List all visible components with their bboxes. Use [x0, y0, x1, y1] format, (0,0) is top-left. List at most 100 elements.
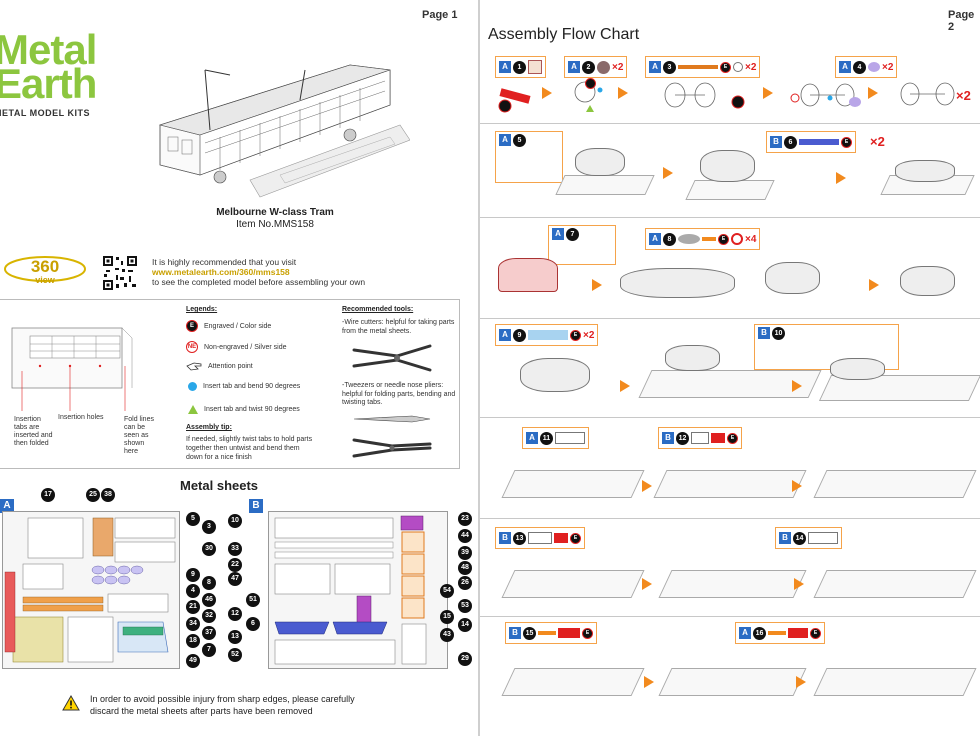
part-number: 12	[228, 607, 242, 621]
part-11-icon	[555, 432, 585, 444]
bogie-illustration	[665, 345, 720, 371]
assembly-tip-text: If needed, slightly twist tabs to hold p…	[186, 436, 313, 461]
needle-nose-pliers-icon	[352, 438, 432, 458]
part-number: 52	[228, 648, 242, 662]
part-2-icon	[597, 60, 610, 74]
wire-cutters-icon	[352, 344, 432, 372]
wire-cutters-text: -Wire cutters: helpful for taking parts …	[342, 319, 455, 335]
sheet-b-label: B	[249, 499, 263, 513]
part-12-icon	[691, 432, 709, 444]
part-number: 48	[458, 561, 472, 575]
part-number: 49	[186, 654, 200, 668]
wheelset-illustration	[620, 268, 735, 298]
row-divider	[480, 417, 980, 418]
part-9-icon	[528, 330, 568, 340]
part-number: 54	[440, 584, 454, 598]
part-number: 18	[186, 634, 200, 648]
part-number: 29	[458, 652, 472, 666]
metal-sheets-title: Metal sheets	[180, 478, 259, 493]
row-1-diagram	[498, 81, 955, 113]
360-view-link[interactable]: www.metalearth.com/360/mms158	[152, 267, 290, 277]
wheelset-illustration	[575, 148, 625, 176]
warning-icon	[62, 695, 80, 711]
part-number: 22	[228, 558, 242, 572]
legend-attention: Attention point	[186, 361, 253, 371]
part-6-icon	[799, 139, 839, 145]
assembly-tip-title: Assembly tip:	[186, 424, 232, 431]
part-12b-icon	[711, 433, 725, 443]
floor-plate-illustration	[501, 470, 645, 498]
quantity-label: ×2	[870, 134, 885, 149]
legends-title: Legends:	[186, 306, 218, 313]
part-number: 34	[186, 617, 200, 631]
flow-chart-title: Assembly Flow Chart	[488, 26, 640, 43]
engraved-e-icon: E	[186, 320, 198, 332]
row-divider	[480, 217, 980, 218]
part-8b-icon	[731, 233, 743, 245]
tweezers-icon	[353, 415, 431, 423]
model-caption: Melbourne W-class Tram Item No.MMS158	[160, 207, 390, 231]
visit-360-notice: It is highly recommended that you visit …	[152, 257, 462, 287]
part-number: 15	[440, 610, 454, 624]
arrow-icon	[542, 87, 552, 99]
row-divider	[480, 318, 980, 319]
part-number: 30	[202, 542, 216, 556]
part-number: 7	[202, 643, 216, 657]
safety-warning: In order to avoid possible injury from s…	[90, 694, 355, 716]
arrow-icon	[792, 380, 802, 392]
part-4-icon	[868, 62, 880, 72]
part-number: 9	[186, 568, 200, 582]
page-number: Page 2	[948, 9, 975, 33]
quantity-label: ×2	[956, 88, 971, 103]
wheel-part-icon	[733, 62, 743, 72]
base-plate-illustration	[685, 180, 775, 200]
floor-plate-illustration	[658, 570, 807, 598]
floor-plate-illustration	[501, 570, 645, 598]
insertion-tabs-note: Insertion tabs are inserted and then fol…	[14, 416, 53, 447]
non-engraved-ne-icon: NE	[186, 341, 198, 353]
arrow-icon	[836, 172, 846, 184]
sheet-b-parts	[274, 515, 427, 665]
part-13-icon	[528, 532, 552, 544]
part-number: 10	[228, 514, 242, 528]
arrow-icon	[663, 167, 673, 179]
bogie-illustration	[830, 358, 885, 380]
part-number: 26	[458, 576, 472, 590]
part-8-icon	[678, 234, 700, 244]
part-14-icon	[808, 532, 838, 544]
tram-model-illustration	[158, 64, 410, 198]
arrow-icon	[868, 87, 878, 99]
part-number: 32	[202, 609, 216, 623]
part-number: 51	[246, 593, 260, 607]
part-number: 33	[228, 542, 242, 556]
floor-plate-illustration	[653, 470, 807, 498]
arrow-icon	[642, 578, 652, 590]
floor-plate-illustration	[501, 668, 645, 696]
floor-plate-illustration	[813, 668, 977, 696]
bogie-illustration	[765, 262, 820, 294]
part-1-icon	[528, 60, 542, 74]
arrow-icon	[644, 676, 654, 688]
arrow-icon	[792, 480, 802, 492]
svg-text:view: view	[35, 275, 56, 285]
bogie-illustration	[520, 358, 590, 392]
arrow-icon	[763, 87, 773, 99]
qr-code-icon[interactable]	[102, 255, 138, 291]
part-number: 6	[246, 617, 260, 631]
model-name: Melbourne W-class Tram	[216, 207, 334, 218]
truck-side-illustration	[498, 258, 558, 292]
arrow-icon	[592, 279, 602, 291]
sheet-a-label: A	[0, 499, 14, 513]
part-number: 38	[101, 488, 115, 502]
bogie-illustration	[900, 266, 955, 296]
360-view-badge-icon[interactable]: 360 view	[3, 252, 88, 286]
arrow-icon	[794, 578, 804, 590]
green-triangle-icon	[188, 405, 198, 414]
base-plate-illustration	[555, 175, 655, 195]
